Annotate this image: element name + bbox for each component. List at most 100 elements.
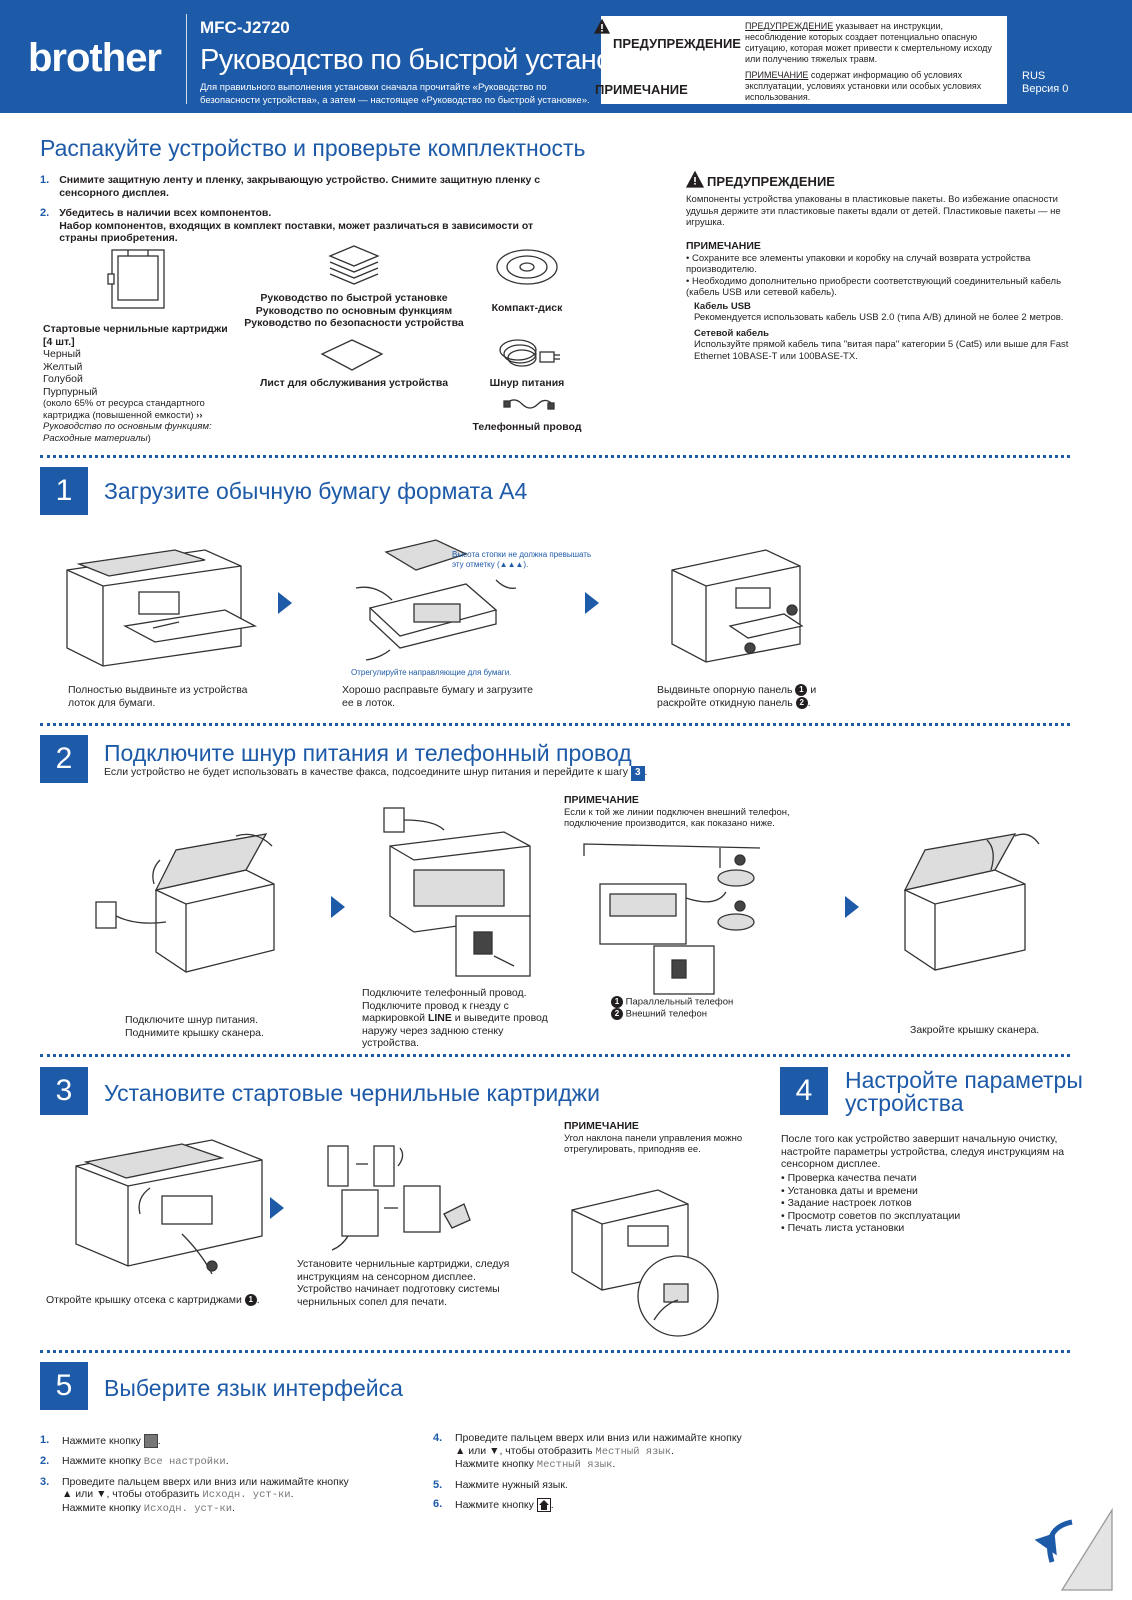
menu-option: Местный язык	[595, 1445, 672, 1458]
subtitle-end: .	[644, 766, 648, 778]
phone-legend-item: 1 Параллельный телефон	[611, 996, 811, 1008]
guide-quick: Руководство по быстрой установке	[260, 292, 448, 304]
step-2-caption-2: Подключите телефонный провод. Подключите…	[362, 987, 562, 1050]
unpack-note-item: Сохраните все элементы упаковки и коробк…	[686, 253, 1070, 276]
usb-title: Кабель USB	[694, 300, 751, 312]
step-number: 2.	[40, 1455, 50, 1467]
step-text: .	[290, 1488, 294, 1500]
color-magenta: Пурпурный	[43, 385, 98, 398]
lan-title: Сетевой кабель	[694, 327, 770, 339]
warning-icon	[593, 18, 611, 34]
step-1-caption-1: Полностью выдвиньте из устройства лоток …	[68, 684, 248, 709]
paper-loading-illustration	[355, 539, 517, 661]
page-turn-icon[interactable]	[1032, 1507, 1113, 1591]
subtitle-text: Если устройство не будет использовать в …	[104, 766, 631, 778]
section-divider	[40, 1054, 1070, 1057]
legend-note-body: содержат информацию об условиях эксплуат…	[745, 70, 982, 102]
service-sheet-icon	[320, 339, 384, 371]
step-2-note-title: ПРИМЕЧАНИЕ	[564, 794, 639, 806]
callout-1-icon: 1	[611, 996, 623, 1008]
step-5-item: 4. Проведите пальцем вверх или вниз или …	[433, 1432, 763, 1472]
step-text: .	[612, 1458, 616, 1470]
caption-part: Подключите телефонный провод. Подключите…	[362, 987, 527, 1024]
lan-text: Используйте прямой кабель типа "витая па…	[694, 339, 1069, 362]
legend-note-label: ПРИМЕЧАНИЕ	[595, 82, 688, 97]
step-4-item: Установка даты и времени	[781, 1185, 1066, 1198]
color-black: Черный	[43, 348, 81, 360]
guides-labels: Руководство по быстрой установке Руковод…	[238, 292, 470, 330]
step-number: 3.	[40, 1475, 50, 1488]
step-2-note: ПРИМЕЧАНИЕ Если к той же линии подключен…	[564, 794, 804, 830]
step-text: Нажмите кнопку	[62, 1501, 144, 1514]
cd-label: Компакт-диск	[491, 302, 563, 314]
menu-key-icon[interactable]	[143, 1434, 158, 1448]
legend-box: ПРЕДУПРЕЖДЕНИЕ ПРЕДУПРЕЖДЕНИЕ указывает …	[593, 16, 1007, 104]
cartridges-count: [4 шт.]	[43, 335, 75, 348]
step-5-item: 3. Проведите пальцем вверх или вниз или …	[40, 1476, 380, 1516]
step-3-link[interactable]: 3	[630, 766, 645, 781]
step-text: Проведите пальцем вверх или вниз или наж…	[455, 1432, 742, 1457]
step-5-item: 6. Нажмите кнопку .	[433, 1498, 763, 1512]
arrow-right-icon	[278, 592, 292, 614]
step-2-caption-4: Закройте крышку сканера.	[910, 1024, 1040, 1036]
cartridge-install-illustration	[327, 1145, 471, 1251]
unpack-warning-title: ПРЕДУПРЕЖДЕНИЕ	[707, 174, 835, 189]
unpack-step-1: 1. Снимите защитную ленту и пленку, закр…	[40, 174, 550, 199]
step-number: 6.	[433, 1498, 443, 1510]
menu-option: Исходн. уст-ки	[202, 1489, 291, 1501]
step-4-item: Проверка качества печати	[781, 1172, 1066, 1185]
unpack-note-list: Сохраните все элементы упаковки и коробк…	[686, 253, 1070, 299]
phone-legend-item: 2 Внешний телефон	[611, 1008, 811, 1021]
usb-text: Рекомендуется использовать кабель USB 2.…	[694, 312, 1064, 323]
step-number: 1.	[40, 1434, 50, 1446]
cartridges-reference-text: Руководство по основным функциям: Расход…	[43, 421, 212, 444]
step-3-caption-1: Откройте крышку отсека с картриджами 1.	[46, 1294, 276, 1307]
cartridges-reference-end: )	[147, 432, 151, 444]
step-text: .	[157, 1434, 161, 1447]
step-2-note-text: Если к той же линии подключен внешний те…	[564, 806, 790, 830]
language-code: RUS	[1022, 70, 1046, 82]
version-label: Версия 0	[1022, 83, 1069, 95]
step-text: Нажмите кнопку	[62, 1434, 144, 1447]
section-divider	[40, 1350, 1070, 1353]
step-1-caption-2: Хорошо расправьте бумагу и загрузите ее …	[342, 684, 533, 709]
control-panel-tilt-illustration	[571, 1189, 719, 1337]
step-4-intro: После того как устройство завершит начал…	[781, 1133, 1065, 1170]
guide-safety: Руководство по безопасности устройства	[244, 317, 464, 329]
arrow-right-icon	[270, 1197, 284, 1219]
step-3-note-text: Угол наклона панели управления можно отр…	[564, 1132, 743, 1156]
cartridges-note-text: (около 65% от ресурса стандартного картр…	[43, 398, 205, 421]
legend-warning-underlined: ПРЕДУПРЕЖДЕНИЕ	[745, 21, 834, 31]
unpack-note: ПРИМЕЧАНИЕ Сохраните все элементы упаков…	[686, 240, 1070, 362]
service-sheet-label: Лист для обслуживания устройства	[259, 377, 449, 389]
step-4-item: Просмотр советов по эксплуатации	[781, 1210, 1066, 1223]
header-bar: brother MFC-J2720 Руководство по быстрой…	[0, 0, 1132, 113]
caption-part: Откройте крышку отсека с картриджами	[46, 1294, 245, 1306]
legend-note-underlined: ПРИМЕЧАНИЕ	[745, 70, 809, 80]
step-text: Проведите пальцем вверх или вниз или наж…	[62, 1475, 349, 1501]
cartridges-title: Стартовые чернильные картриджи	[43, 323, 228, 335]
unpack-steps: 1. Снимите защитную ленту и пленку, закр…	[40, 174, 550, 245]
brand-logo: brother	[28, 36, 162, 80]
step-text: Нажмите нужный язык.	[455, 1478, 568, 1491]
step-3-number: 3	[40, 1067, 88, 1115]
step-4-number: 4	[780, 1067, 828, 1115]
step-5-list-right: 4. Проведите пальцем вверх или вниз или …	[433, 1432, 763, 1512]
callout-1-icon: 1	[795, 684, 808, 697]
step-5-item: 5. Нажмите нужный язык.	[433, 1479, 763, 1492]
step-4-title: Настройте параметры устройства	[845, 1069, 1083, 1115]
language-version: RUS Версия 0	[1022, 70, 1068, 96]
home-key-icon[interactable]	[536, 1498, 551, 1512]
step-2-subtitle: Если устройство не будет использовать в …	[104, 766, 664, 781]
step-3-note: ПРИМЕЧАНИЕ Угол наклона панели управлени…	[564, 1120, 754, 1156]
cd-icon	[496, 249, 558, 285]
menu-option: Исходн. уст-ки	[143, 1502, 232, 1515]
step-text: .	[550, 1498, 554, 1511]
cartridges-note: (около 65% от ресурса стандартного картр…	[43, 398, 205, 421]
step-text: Убедитесь в наличии всех компонентов.	[59, 207, 272, 219]
cartridges-block: Стартовые чернильные картриджи [4 шт.] Ч…	[43, 323, 233, 444]
step-4-list: Проверка качества печати Установка даты …	[781, 1172, 1066, 1235]
caption-part: .	[807, 696, 811, 709]
callout-1-icon: 1	[244, 1294, 257, 1307]
step-1-caption-3: Выдвиньте опорную панель 1 и раскройте о…	[657, 684, 837, 709]
